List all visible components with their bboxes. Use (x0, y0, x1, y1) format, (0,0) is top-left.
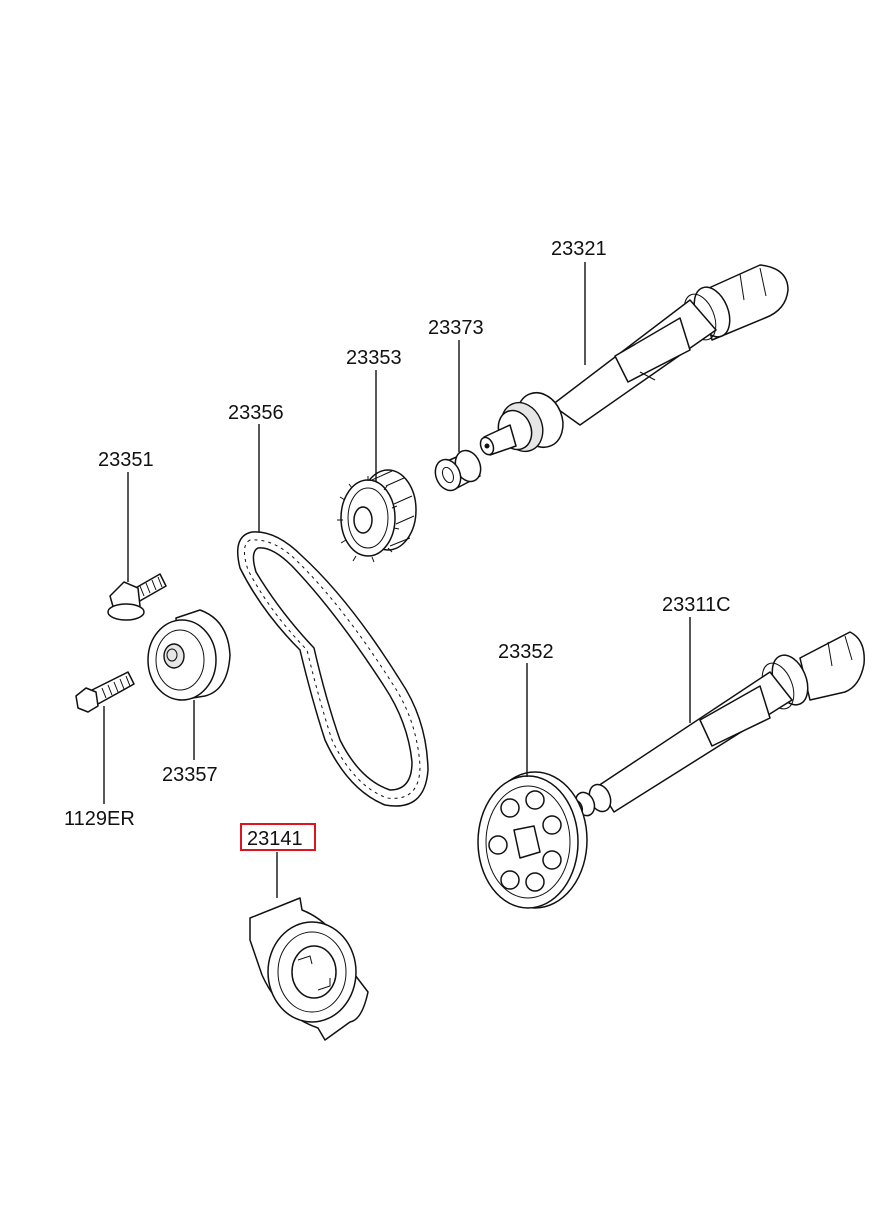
tensioner-pulley[interactable] (147, 609, 231, 701)
label-23356[interactable]: 23356 (228, 402, 284, 424)
part-labels: 23321 23373 23353 23356 23351 23357 1129… (64, 238, 731, 851)
bolt[interactable] (75, 671, 135, 713)
thrust-plate[interactable] (249, 897, 369, 1041)
timing-belt[interactable] (237, 531, 429, 807)
highlight-box (240, 823, 316, 851)
label-23373[interactable]: 23373 (428, 317, 484, 339)
label-23351[interactable]: 23351 (98, 449, 154, 471)
label-23141[interactable]: 23141 (247, 828, 303, 850)
bolt-flange[interactable] (107, 573, 167, 621)
label-23353[interactable]: 23353 (346, 347, 402, 369)
camshaft-lower[interactable] (567, 631, 865, 818)
sprocket[interactable] (477, 771, 588, 909)
label-23311C[interactable]: 23311C (662, 594, 731, 616)
bushing[interactable] (431, 447, 485, 495)
camshaft-upper[interactable] (478, 264, 789, 458)
gear-small[interactable] (337, 469, 417, 563)
label-1129ER[interactable]: 1129ER (64, 808, 135, 830)
label-23357[interactable]: 23357 (162, 764, 218, 786)
label-23352[interactable]: 23352 (498, 641, 554, 663)
label-23321[interactable]: 23321 (551, 238, 607, 260)
leader-lines (103, 262, 691, 898)
